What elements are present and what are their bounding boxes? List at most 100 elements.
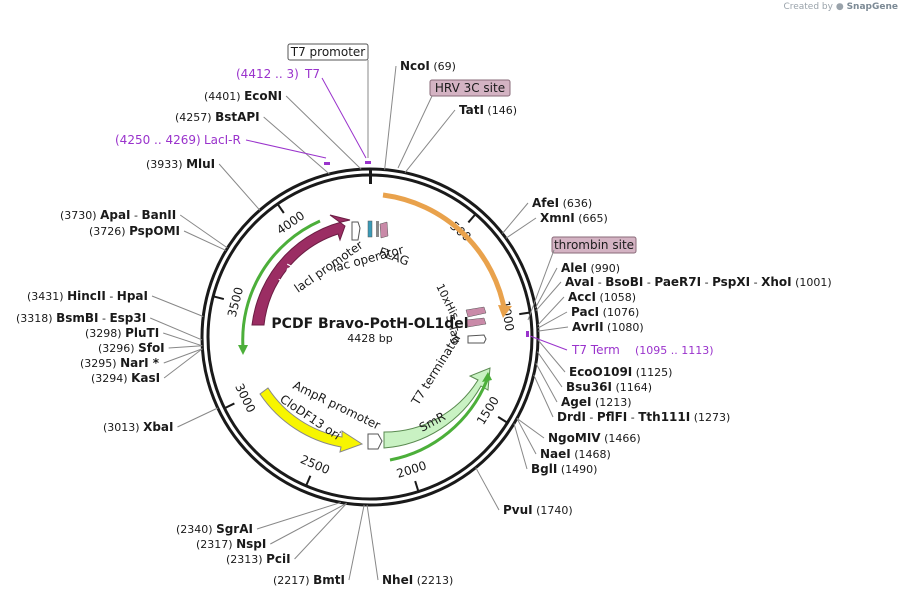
- tick-label: 4000: [274, 208, 307, 237]
- site-position: -: [594, 276, 605, 289]
- site-position: -: [106, 290, 117, 303]
- site-leader-line: [151, 295, 204, 317]
- laci-feature[interactable]: [251, 214, 351, 326]
- t7-promoter-box[interactable]: T7 promoter: [287, 43, 369, 61]
- site-label-sgrai[interactable]: (2340) SgrAI: [176, 522, 253, 536]
- site-leader-line: [502, 202, 529, 234]
- clodf13-ori-feature[interactable]: [259, 387, 364, 453]
- smr-feature[interactable]: [383, 367, 491, 449]
- site-leader-line: [218, 163, 261, 211]
- t7-primer-marker[interactable]: [365, 161, 371, 164]
- site-leader-line: [177, 407, 218, 428]
- site-label-avai[interactable]: AvaI - BsoBI - PaeR7I - PspXI - XhoI (10…: [565, 275, 832, 289]
- green-arc-bottom[interactable]: [389, 379, 489, 462]
- green-arc-left[interactable]: [241, 219, 321, 349]
- site-name: PspOMI: [129, 224, 180, 238]
- site-label-pspomi[interactable]: (3726) PspOMI: [89, 224, 180, 238]
- site-name: SfoI: [138, 341, 165, 355]
- site-label-nspi[interactable]: (2317) NspI: [196, 537, 266, 551]
- tick-label: 2500: [298, 452, 332, 477]
- site-leader-line: [183, 230, 227, 251]
- site-label-nari[interactable]: (3295) NarI *: [80, 356, 160, 370]
- site-leader-line: [163, 348, 203, 364]
- ampr-promoter-arrow[interactable]: [367, 433, 383, 450]
- site-label-ngomiv[interactable]: NgoMIV (1466): [548, 431, 641, 445]
- site-label-ncoi[interactable]: NcoI (69): [400, 59, 456, 73]
- site-label-acci[interactable]: AccI (1058): [568, 290, 636, 304]
- site-label-bgli[interactable]: BglI (1490): [531, 462, 597, 476]
- site-label-bsu36i[interactable]: Bsu36I (1164): [566, 380, 652, 394]
- site-label-apai[interactable]: (3730) ApaI - BanII: [60, 208, 176, 222]
- site-label-alei[interactable]: AleI (990): [561, 261, 620, 275]
- site-label-bmti[interactable]: (2217) BmtI: [273, 573, 345, 587]
- green-arrowhead-bottom-icon: [482, 372, 492, 382]
- t7-term-primer-marker[interactable]: [526, 331, 529, 337]
- site-label-paci[interactable]: PacI (1076): [571, 305, 639, 319]
- site-label-drdi[interactable]: DrdI - PflFI - Tth111I (1273): [557, 410, 730, 424]
- orange-feature-arc[interactable]: [382, 192, 508, 314]
- site-position: (2313): [226, 553, 266, 566]
- t7-terminator-arrow[interactable]: [467, 334, 487, 344]
- site-label-mlui[interactable]: (3933) MluI: [146, 157, 215, 171]
- t7-primer-name[interactable]: T7: [304, 67, 320, 81]
- site-leader-line: [505, 217, 537, 239]
- t7-primer-range: (4412 .. 3): [236, 67, 299, 81]
- site-position: (1164): [612, 381, 652, 394]
- tick-mark: [497, 416, 508, 424]
- site-position: (1466): [601, 432, 641, 445]
- site-position: (1468): [571, 448, 611, 461]
- green-arrowhead-left-icon: [238, 345, 248, 355]
- lac-operator-block[interactable]: [367, 220, 373, 238]
- site-label-pluti[interactable]: (3298) PluTI: [85, 326, 159, 340]
- site-label-agei[interactable]: AgeI (1213): [561, 395, 632, 409]
- hrv-box[interactable]: HRV 3C site: [429, 79, 511, 97]
- site-label-xmni[interactable]: XmnI (665): [540, 211, 608, 225]
- site-leader-line: [516, 418, 537, 455]
- site-name: TatI: [459, 103, 484, 117]
- site-label-pcii[interactable]: (2313) PciI: [226, 552, 291, 566]
- his-tag-arrow[interactable]: [465, 306, 487, 318]
- flag-arrow[interactable]: [379, 221, 389, 239]
- site-position: (3726): [89, 225, 129, 238]
- t7-terminator-label: T7 terminator: [408, 330, 464, 408]
- site-label-bstapi[interactable]: (4257) BstAPI: [175, 110, 260, 124]
- site-position: (146): [484, 104, 517, 117]
- site-name: EcoO109I: [569, 365, 632, 379]
- site-label-afei[interactable]: AfeI (636): [532, 196, 592, 210]
- thrombin-box[interactable]: thrombin site: [551, 236, 637, 254]
- feature-layer: [238, 161, 529, 462]
- site-name: NarI *: [120, 356, 160, 370]
- site-name: AleI: [561, 261, 587, 275]
- site-leader-line: [475, 467, 500, 511]
- site-label-kasi[interactable]: (3294) KasI: [91, 371, 160, 385]
- site-leader-line: [533, 374, 554, 418]
- site-position: (3318): [16, 312, 56, 325]
- site-label-ecoo109i[interactable]: EcoO109I (1125): [569, 365, 672, 379]
- site-label-bsmbi[interactable]: (3318) BsmBI - Esp3I: [16, 311, 146, 325]
- site-name: ApaI: [100, 208, 130, 222]
- laci-r-primer-marker[interactable]: [324, 162, 330, 165]
- site-name: NheI: [382, 573, 413, 587]
- site-label-nhei[interactable]: NheI (2213): [382, 573, 453, 587]
- site-label-tati[interactable]: TatI (146): [459, 103, 517, 117]
- site-label-pvui[interactable]: PvuI (1740): [503, 503, 573, 517]
- site-name: DrdI: [557, 410, 586, 424]
- site-label-ecoi[interactable]: (4401) EcoNI: [204, 89, 282, 103]
- site-leader-line: [535, 363, 558, 403]
- site-label-xbai[interactable]: (3013) XbaI: [103, 420, 173, 434]
- laci-promoter-arrow[interactable]: [351, 221, 361, 241]
- site-label-hincii[interactable]: (3431) HincII - HpaI: [27, 289, 148, 303]
- site-label-avrii[interactable]: AvrII (1080): [572, 320, 644, 334]
- hrv-block[interactable]: [376, 221, 379, 237]
- site-name: Tth111I: [638, 410, 690, 424]
- t7-term-name[interactable]: T7 Term: [571, 343, 620, 357]
- site-label-naei[interactable]: NaeI (1468): [540, 447, 611, 461]
- s-tag-arrow[interactable]: [465, 317, 487, 328]
- site-name: NspI: [236, 537, 266, 551]
- site-label-sfoi[interactable]: (3296) SfoI: [98, 341, 165, 355]
- site-leader-line: [163, 332, 203, 347]
- site-name: BanII: [142, 208, 177, 222]
- site-name: BstAPI: [215, 110, 260, 124]
- laci-r-name[interactable]: LacI-R: [204, 133, 241, 147]
- site-name: BsoBI: [605, 275, 643, 289]
